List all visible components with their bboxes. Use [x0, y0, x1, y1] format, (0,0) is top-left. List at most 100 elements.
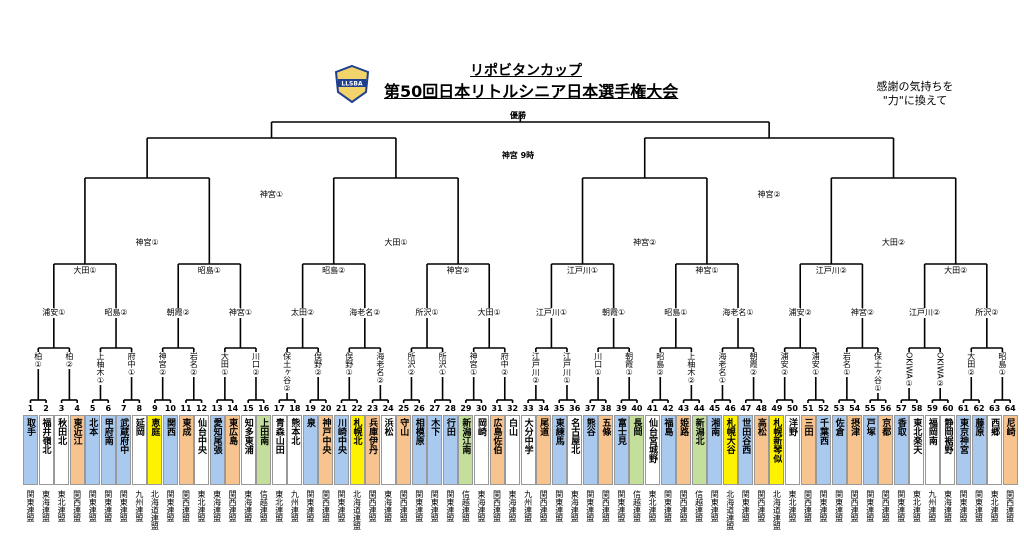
team-league: 関東連盟 — [974, 490, 984, 522]
team-league: 関西連盟 — [181, 490, 191, 522]
team-number: 26 — [413, 404, 425, 413]
team-name: 仙台中央 — [194, 415, 210, 485]
team-name: 東練馬 — [551, 415, 567, 485]
team-league: 関東連盟 — [819, 490, 829, 522]
team-number: 47 — [740, 404, 752, 413]
team-name: 仙台宮城野 — [645, 415, 660, 485]
team-number: 27 — [429, 404, 441, 413]
team-league: 北海道連盟 — [352, 490, 362, 530]
team-name: 広島佐伯 — [489, 415, 505, 485]
team-name: 京都 — [878, 415, 894, 485]
round1-venue-label: 神宮② — [158, 352, 168, 377]
team-league: 北海道連盟 — [150, 490, 160, 530]
team-name: 札幌大谷 — [722, 415, 738, 485]
team-number: 53 — [833, 404, 845, 413]
final-venue: 神宮 9時 — [501, 151, 535, 160]
round1-venue-label: 保土ヶ谷② — [282, 352, 292, 393]
team-league: 関西連盟 — [399, 490, 409, 522]
team-name: 尾道 — [536, 415, 552, 485]
team-league: 関西連盟 — [368, 490, 378, 522]
team-league: 九州連盟 — [290, 490, 300, 522]
team-league: 関東連盟 — [616, 490, 626, 522]
team-number: 21 — [335, 404, 348, 413]
team-number: 29 — [460, 404, 472, 413]
team-league: 東海連盟 — [41, 490, 51, 522]
round5-venue-label: 神宮① — [259, 190, 284, 200]
team-number: 42 — [662, 404, 674, 413]
team-name: 木下 — [427, 415, 443, 485]
round2-venue-label: 江戸川① — [535, 308, 568, 318]
team-name: 東近江 — [69, 415, 85, 485]
team-name: 知多東浦 — [240, 415, 256, 485]
team-number: 38 — [600, 404, 612, 413]
team-name: 青森山田 — [271, 415, 287, 485]
team-name: 東京神宮 — [956, 415, 971, 485]
team-name: 関西 — [162, 415, 178, 485]
team-number: 57 — [895, 404, 907, 413]
team-number: 52 — [817, 404, 830, 413]
team-name: 佐倉 — [831, 415, 847, 485]
round3-venue-label: 昭島① — [197, 266, 221, 276]
round1-venue-label: 保土ヶ谷① — [873, 352, 883, 393]
team-league: 関東連盟 — [119, 490, 129, 522]
team-league: 関東連盟 — [585, 490, 595, 522]
round3-venue-label: 江戸川② — [815, 266, 847, 276]
team-number: 49 — [771, 404, 783, 413]
team-name: 姫路 — [676, 415, 692, 485]
team-name: 福井嶺北 — [38, 415, 54, 485]
team-league: 関東連盟 — [165, 490, 175, 522]
team-league: 関西連盟 — [228, 490, 238, 522]
team-league: 信越連盟 — [632, 490, 642, 522]
team-league: 信越連盟 — [694, 490, 704, 522]
round2-venue-label: 大田① — [477, 308, 501, 318]
round1-venue-label: 昭島① — [997, 352, 1007, 377]
team-number: 40 — [631, 404, 643, 413]
round3-venue-label: 大田① — [73, 266, 97, 276]
tournament-title: 第50回日本リトルシニア日本選手権大会 — [384, 82, 679, 101]
round2-venue-label: 昭島② — [104, 308, 128, 318]
svg-text:LLSBA: LLSBA — [341, 81, 363, 88]
team-league: 関東連盟 — [88, 490, 98, 522]
team-league: 関西連盟 — [803, 490, 813, 522]
team-name: 泉 — [302, 415, 318, 485]
team-name: 川崎中央 — [334, 415, 349, 485]
team-number: 7 — [121, 404, 127, 413]
team-name: 上田南 — [256, 415, 272, 485]
team-name: 新潟北 — [691, 415, 707, 485]
team-number: 64 — [1004, 404, 1016, 413]
team-name: 戸塚 — [862, 415, 878, 485]
round1-venue-label: 上柚木② — [686, 352, 696, 385]
champion-label: 優勝 — [510, 111, 526, 120]
team-league: 東海連盟 — [243, 490, 253, 522]
team-name: 取手 — [23, 415, 38, 485]
team-name: 湘南 — [707, 415, 723, 485]
slogan: 感謝の気持ちを "力"に換えて — [860, 80, 970, 108]
team-name: 富士見 — [613, 415, 629, 485]
round1-venue-label: 所沢① — [438, 352, 448, 377]
team-number: 8 — [136, 404, 143, 413]
team-number: 4 — [74, 404, 80, 413]
team-league: 関東連盟 — [834, 490, 844, 522]
round3-venue-label: 大田② — [944, 266, 968, 276]
team-name: 武蔵府中 — [116, 415, 132, 485]
team-league: 東海連盟 — [508, 490, 518, 522]
round2-venue-label: 浦安② — [788, 308, 812, 318]
team-name: 浜松 — [380, 415, 396, 485]
round2-venue-label: 海老名① — [722, 308, 754, 318]
team-number: 3 — [58, 404, 65, 413]
logo-emblem-icon: LLSBA — [334, 64, 370, 104]
team-league: 関東連盟 — [663, 490, 673, 522]
team-name: 恵庭 — [147, 415, 163, 485]
team-number: 56 — [880, 404, 892, 413]
team-name: 行田 — [442, 415, 458, 485]
team-name: 三田 — [800, 415, 816, 485]
round1-venue-label: 大田② — [966, 352, 976, 377]
round1-venue-label: 海老名② — [375, 352, 385, 385]
team-number: 62 — [973, 404, 985, 413]
team-name: 兵庫伊丹 — [365, 415, 381, 485]
team-name: 札幌新琴似 — [769, 415, 785, 485]
team-league: 東海連盟 — [212, 490, 222, 522]
team-name: 大分中学 — [520, 415, 536, 485]
round1-venue-label: 岩名① — [842, 352, 852, 377]
team-number: 55 — [864, 404, 876, 413]
